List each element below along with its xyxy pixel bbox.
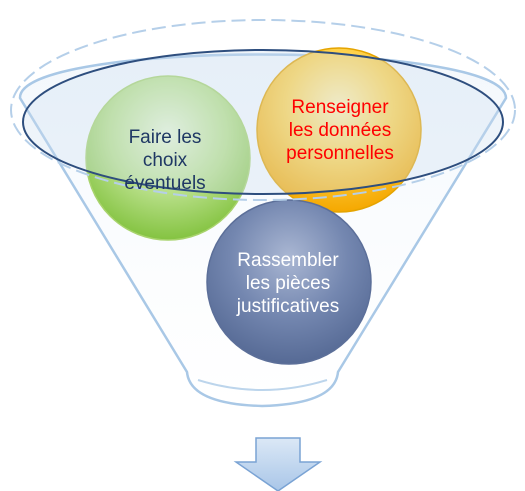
step-label-documents: Rassembler les pièces justificatives: [236, 249, 340, 317]
funnel-neck: [197, 379, 328, 391]
step-label-choices: Faire les choix éventuels: [124, 126, 206, 194]
blue-step-circle: [206, 199, 372, 365]
funnel-rim: [22, 49, 504, 195]
green-step-circle: [85, 75, 251, 241]
step-label-personal-data: Renseigner les données personnelles: [286, 96, 394, 164]
funnel-rim-outer: [10, 19, 516, 201]
yellow-step-circle: [256, 47, 422, 213]
down-arrow-icon: [233, 437, 323, 491]
